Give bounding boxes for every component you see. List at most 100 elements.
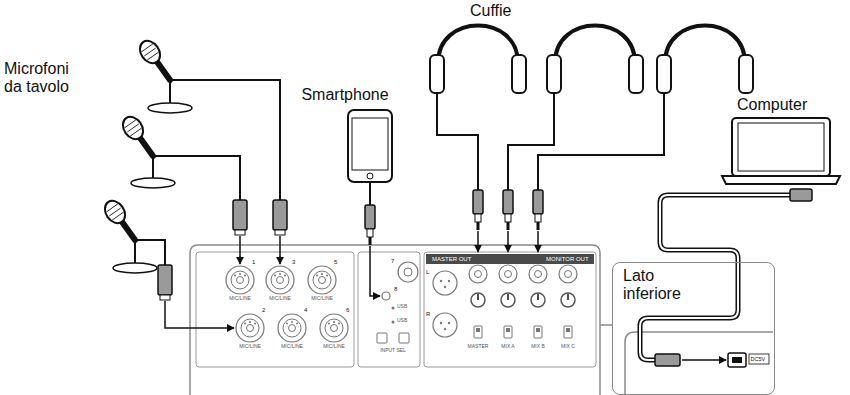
panel-label: DC5V <box>751 356 766 362</box>
mix-switch <box>564 326 572 338</box>
xlr-pin <box>338 323 340 325</box>
line-jack-hole <box>404 268 412 276</box>
mic-grille <box>136 37 165 67</box>
mix-switch <box>504 326 512 338</box>
mic-grille-line <box>130 128 141 136</box>
mixer-parts <box>226 262 577 343</box>
device-label: Computer <box>737 96 807 114</box>
panel-label: INPUT SEL <box>380 348 406 354</box>
combo-jack-hole <box>247 325 254 332</box>
knob-pointer <box>537 294 539 300</box>
xlr-plug <box>233 200 247 230</box>
xlr-pin <box>448 322 450 324</box>
mic-stand-pole <box>169 80 171 105</box>
panel-label: 8 <box>394 286 397 293</box>
headphone-jack <box>559 265 577 283</box>
smartphone-cable <box>365 182 380 296</box>
headphones <box>430 26 753 253</box>
panel-label: 7 <box>391 258 394 265</box>
panel-label: MIC/LINE <box>281 344 303 350</box>
knob-pointer <box>567 294 569 300</box>
cable <box>538 93 664 190</box>
inset-title: Lato inferiore <box>613 263 708 304</box>
headphone-jack <box>469 265 487 283</box>
xlr-pin <box>321 273 323 275</box>
panel-label: MIX C <box>561 344 575 350</box>
mic-stand-base <box>148 103 192 113</box>
mixer-housing <box>190 245 600 395</box>
level-knob <box>531 293 545 307</box>
xlr-pin <box>448 280 450 282</box>
smartphone-body <box>348 110 392 182</box>
xlr-pin <box>333 321 335 323</box>
line-jack <box>398 262 418 282</box>
level-knob <box>471 293 485 307</box>
xlr-pin <box>326 275 328 277</box>
jack-plug <box>533 190 543 214</box>
mic-head <box>101 197 130 227</box>
xlr-pin <box>274 275 276 277</box>
combo-jack-hole <box>277 277 284 284</box>
headphone-jack <box>529 265 547 283</box>
usb-plug-computer <box>790 189 812 201</box>
xlr-pin <box>316 275 318 277</box>
output-header-strip <box>426 254 594 264</box>
combo-jack-ring <box>313 271 331 289</box>
xlr-pin <box>440 322 442 324</box>
combo-jack <box>226 266 254 294</box>
combo-jack-hole <box>289 325 296 332</box>
xlr-pin <box>444 286 446 288</box>
panel-label: MIC/LINE <box>311 296 333 302</box>
level-knob <box>561 293 575 307</box>
insert-arrow <box>507 231 509 252</box>
input-select-button <box>377 333 387 343</box>
jack-plug-tip <box>507 222 510 230</box>
combo-jack-ring <box>325 319 343 337</box>
panel-label: MIX A <box>501 344 514 350</box>
jack-plug-tip <box>477 222 480 230</box>
jack-plug <box>365 205 375 229</box>
xlr-pin <box>239 273 241 275</box>
panel-label: 6 <box>346 307 349 314</box>
headphone-jack-hole <box>565 271 572 278</box>
combo-jack-ring <box>231 271 249 289</box>
mini-jack <box>382 292 390 300</box>
combo-jack-ring <box>241 319 259 337</box>
jack-plug-sleeve <box>367 229 373 237</box>
xlr-pin <box>244 323 246 325</box>
xlr-plug-tip <box>275 230 285 235</box>
xlr-plug <box>158 265 172 295</box>
headphone-band <box>555 26 635 64</box>
xlr-pin <box>444 328 446 330</box>
xlr-pin <box>440 280 442 282</box>
panel-label: USB <box>397 318 407 324</box>
xlr-pin <box>234 275 236 277</box>
mic-stand-pole <box>152 156 154 180</box>
laptop-screen <box>732 118 830 176</box>
combo-jack <box>278 314 306 342</box>
stereo-input-section <box>358 252 420 367</box>
panel-label: L <box>426 269 429 276</box>
xlr-pin <box>254 323 256 325</box>
cable <box>172 80 280 200</box>
inset-box: Lato inferiore <box>612 262 775 395</box>
dc-label-frame <box>749 354 769 364</box>
laptop-display <box>738 123 824 171</box>
jack-plug-tip <box>537 222 540 230</box>
xlr-pin <box>279 273 281 275</box>
headphone-jack-hole <box>475 271 482 278</box>
headphone-cup <box>629 55 643 93</box>
xlr-output <box>433 313 457 337</box>
mix-switch-lever <box>476 328 480 332</box>
cable <box>369 182 371 205</box>
xlr-pin <box>296 323 298 325</box>
xlr-plug-tip <box>235 230 245 235</box>
xlr-pin <box>291 321 293 323</box>
panel-label: MIX B <box>531 344 545 350</box>
mic-grille <box>101 197 130 227</box>
knob-pointer <box>507 294 509 300</box>
headphone-jack-hole <box>535 271 542 278</box>
mic-stand-base <box>131 178 175 188</box>
headphone-cup <box>547 55 561 93</box>
cable <box>155 156 240 200</box>
